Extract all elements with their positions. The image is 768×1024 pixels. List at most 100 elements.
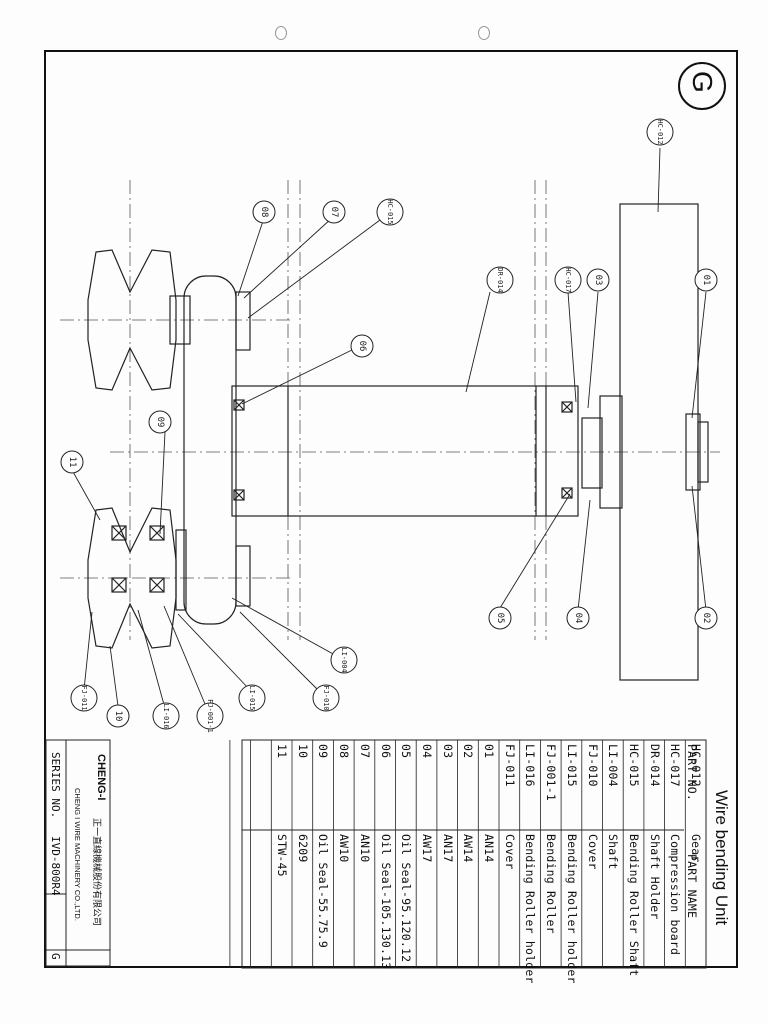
callout-balloon	[350, 334, 374, 358]
table-cell-part-name: Gear	[689, 834, 703, 863]
callout-balloon	[312, 684, 340, 712]
callout-label: HC-015	[386, 199, 394, 224]
callout-balloon	[486, 266, 514, 294]
table-cell-part-no: 09	[316, 744, 331, 759]
callout-label: 05	[495, 613, 505, 624]
table-cell-part-name: Oil Seal-105.130.13	[378, 834, 393, 970]
lower-roller	[87, 507, 177, 649]
punch-hole	[478, 26, 490, 40]
table-cell-part-name: Bending Roller holder	[564, 834, 579, 984]
callout-balloon	[322, 200, 346, 224]
callout-label: 03	[593, 275, 603, 286]
table-cell-part-name: AN14	[482, 834, 496, 863]
table-cell-part-name: Bending Roller holder	[523, 834, 538, 984]
shaft-holder	[231, 385, 579, 517]
callout-label: DR-014	[496, 267, 504, 292]
callout-label: 01	[701, 275, 711, 286]
callout-label: FJ-001-1	[206, 699, 214, 733]
callout-label: 08	[259, 207, 269, 218]
table-cell-part-name: Cover	[502, 834, 517, 870]
table-cell-part-name: AN10	[357, 834, 372, 863]
sheet-letter-circle	[678, 62, 726, 110]
series-label: SERIES NO.	[49, 752, 62, 819]
table-cell-part-no: 11	[275, 744, 289, 759]
table-cell-part-name: Cover	[585, 834, 600, 870]
table-cell-part-no: DR-014	[647, 744, 662, 787]
table-cell-part-name: Compression board	[668, 834, 683, 956]
table-cell-part-name: AN17	[440, 834, 455, 863]
callout-label: LI-004	[340, 647, 348, 672]
sheet-letter: G	[687, 71, 718, 93]
callout-balloon	[554, 266, 582, 294]
callout-balloon	[60, 450, 84, 474]
callout-balloon	[196, 702, 224, 730]
callout-balloon	[252, 200, 276, 224]
table-cell-part-no: HC-017	[668, 744, 683, 787]
table-cell-part-name: Shaft	[606, 834, 621, 870]
table-cell-part-no: HC-015	[626, 744, 641, 787]
punch-hole	[275, 26, 287, 40]
table-cell-part-no: HC-012	[689, 744, 703, 787]
callout-label: 04	[573, 613, 583, 624]
callout-label: HC-017	[564, 267, 572, 292]
table-cell-part-no: LI-004	[606, 744, 621, 787]
table-cell-part-no: LI-015	[564, 744, 579, 787]
callout-label: LI-016	[162, 703, 170, 728]
callout-balloon	[152, 702, 180, 730]
drawing-frame	[44, 50, 738, 968]
callout-balloon	[238, 684, 266, 712]
callout-balloon	[376, 198, 404, 226]
table-cell-part-name: Oil Seal-55.75.9	[316, 834, 331, 948]
table-cell-part-name: Oil Seal-95.120.12	[399, 834, 414, 963]
table-cell-part-name: Bending Roller Shaft	[626, 834, 641, 977]
table-cell-part-no: 03	[440, 744, 455, 759]
table-cell-part-name: AW14	[461, 834, 476, 863]
callout-balloon	[148, 410, 172, 434]
table-title: Wire bending Unit	[712, 790, 731, 926]
table-cell-part-no: 02	[461, 744, 476, 759]
callout-label: HC-012	[656, 119, 664, 144]
table-cell-part-name: AW17	[419, 834, 434, 863]
table-cell-part-name: AW10	[337, 834, 352, 863]
roller-holder	[183, 275, 237, 625]
series-value: IVD-800R4	[49, 836, 62, 896]
table-cell-part-name: 6209	[295, 834, 310, 863]
callout-label: 09	[155, 417, 165, 428]
callout-balloon	[70, 684, 98, 712]
company-name-en: CHENG I WIRE MACHINERY CO.,LTD.	[73, 788, 82, 921]
table-cell-part-no: 08	[337, 744, 352, 759]
table-cell-part-no: FJ-011	[502, 744, 517, 787]
table-cell-part-no: 10	[295, 744, 310, 759]
upper-roller	[87, 249, 177, 391]
callout-balloon	[694, 606, 718, 630]
company-name-cn: 正一直線機械股份有限公司	[91, 818, 101, 927]
title-block	[45, 739, 111, 967]
callout-balloon	[566, 606, 590, 630]
table-cell-part-name: STW-45	[275, 834, 289, 877]
callout-balloon	[106, 704, 130, 728]
table-cell-part-no: FJ-010	[585, 744, 600, 787]
callout-label: 07	[329, 207, 339, 218]
callout-label: 11	[67, 457, 77, 468]
table-cell-part-no: 07	[357, 744, 372, 759]
table-cell-part-no: 06	[378, 744, 393, 759]
company-logo: CHENG-I	[95, 754, 107, 801]
callout-label: 10	[113, 711, 123, 722]
table-cell-part-name: Bending Roller	[544, 834, 559, 934]
callout-balloon	[586, 268, 610, 292]
callout-label: 02	[701, 613, 711, 624]
table-cell-part-no: FJ-001-1	[544, 744, 559, 801]
sheet-code: G	[49, 953, 62, 960]
callout-label: 06	[357, 341, 367, 352]
table-cell-part-no: 05	[399, 744, 414, 759]
callout-balloon	[646, 118, 674, 146]
table-header-part-name: PART NAME	[685, 854, 699, 919]
callout-label: FJ-011	[80, 685, 88, 710]
callout-balloon	[488, 606, 512, 630]
callout-label: LI-015	[248, 685, 256, 710]
table-cell-part-name: Shaft Holder	[647, 834, 662, 920]
callout-balloon	[694, 268, 718, 292]
callout-label: FJ-010	[322, 685, 330, 710]
